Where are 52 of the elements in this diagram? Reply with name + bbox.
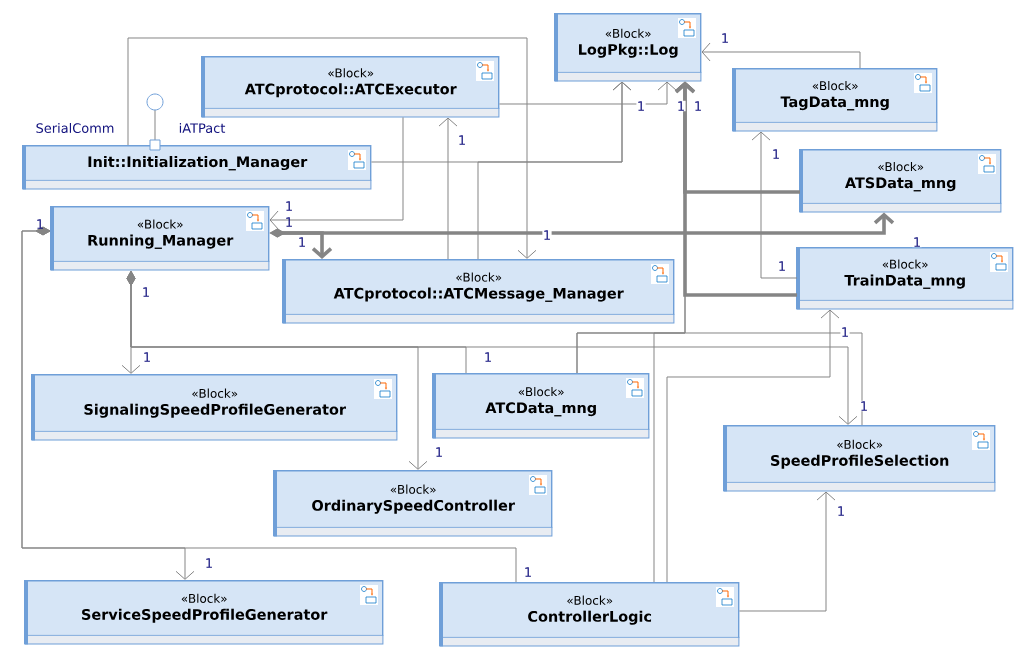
arrow — [751, 131, 798, 279]
block-box: «Block» ServiceSpeedProfileGenerator — [24, 580, 384, 645]
arrow — [653, 81, 695, 583]
port-label: SerialComm — [36, 123, 114, 133]
multiplicity-label: 1 — [912, 236, 922, 248]
arrow — [127, 37, 537, 259]
block-box: «Block» ATCprotocol::ATCExecutor — [201, 56, 500, 118]
port-label: iATPact — [179, 123, 226, 133]
multiplicity-label: 1 — [840, 326, 850, 338]
multiplicity-label: 1 — [779, 261, 785, 271]
multiplicity-label: 1 — [297, 236, 307, 248]
multiplicity-label: 1 — [284, 200, 294, 212]
multiplicity-label: 1 — [676, 100, 686, 112]
association-line — [576, 332, 863, 426]
multiplicity-label: 1 — [434, 446, 444, 458]
block-box: «Block» OrdinarySpeedController — [273, 470, 553, 537]
multiplicity-label: 1 — [457, 134, 467, 146]
multiplicity-label: 1 — [37, 219, 43, 229]
block-box: «Block» ATCData_mng — [432, 373, 650, 439]
arrow — [498, 81, 677, 105]
multiplicity-label: 1 — [204, 557, 214, 569]
multiplicity-label: 1 — [636, 100, 646, 112]
multiplicity-label: 1 — [483, 351, 493, 363]
arrow — [674, 81, 797, 297]
block-box: «Block» Running_Manager — [50, 206, 270, 271]
multiplicity-label: 1 — [286, 217, 292, 227]
block-box: «Block» ATSData_mng — [799, 149, 1002, 213]
block-box: «Block» TagData_mng — [732, 68, 938, 132]
composition-arrow — [126, 270, 467, 374]
multiplicity-label: 1 — [771, 148, 781, 160]
block-box: «Block» SignalingSpeedProfileGenerator — [31, 374, 398, 441]
block-box: «Block» ControllerLogic — [439, 582, 740, 647]
arrow — [666, 309, 840, 583]
multiplicity-label: 1 — [836, 505, 846, 517]
block-box: «Block» SpeedProfileSelection — [723, 425, 996, 492]
multiplicity-label: 1 — [523, 566, 533, 578]
multiplicity-label: 1 — [542, 229, 552, 241]
multiplicity-label: 1 — [720, 32, 730, 44]
block-box: «Block» TrainData_mng — [796, 247, 1014, 310]
block-box: «Block» ATCprotocol::ATCMessage_Manager — [282, 259, 675, 324]
block-box: «Block» LogPkg::Log — [554, 13, 702, 82]
arrow — [438, 117, 458, 260]
block-box: Init::Initialization_Manager — [22, 145, 372, 190]
arrow — [701, 42, 861, 69]
composition-arrow — [21, 226, 517, 583]
arrow — [477, 81, 632, 260]
arrow — [269, 116, 404, 230]
multiplicity-label: 1 — [143, 287, 149, 297]
arrow — [738, 491, 836, 612]
multiplicity-label: 1 — [693, 100, 703, 112]
multiplicity-label: 1 — [859, 400, 869, 412]
multiplicity-label: 1 — [142, 351, 152, 363]
